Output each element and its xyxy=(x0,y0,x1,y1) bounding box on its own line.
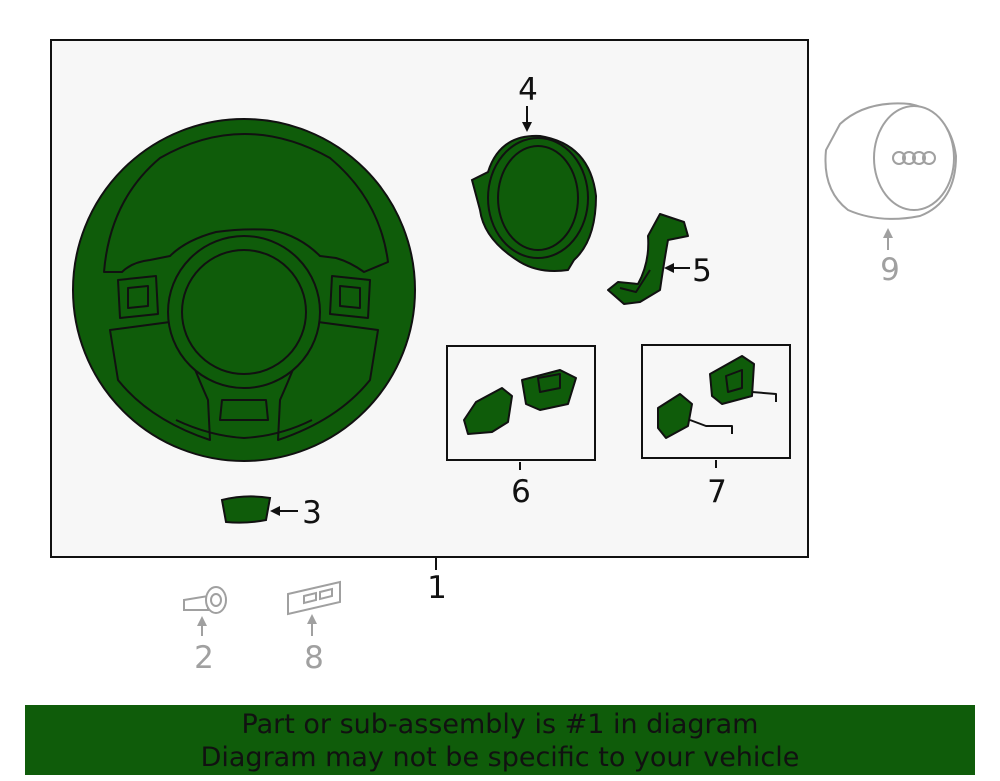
callout-3: 3 xyxy=(302,495,322,531)
callout-4: 4 xyxy=(518,72,538,108)
parts-diagram: 1 2 3 4 5 6 7 8 9 xyxy=(50,39,958,676)
notice-banner: Part or sub-assembly is #1 in diagram Di… xyxy=(25,705,975,775)
clock-spring-part[interactable] xyxy=(470,134,598,272)
switch-set-part[interactable] xyxy=(463,369,577,435)
trim-piece-part[interactable] xyxy=(220,495,272,524)
airbag-part[interactable] xyxy=(824,102,958,220)
callout-5: 5 xyxy=(692,253,712,289)
callout-9: 9 xyxy=(880,252,900,288)
banner-line-2: Diagram may not be specific to your vehi… xyxy=(200,742,800,773)
steering-wheel-part[interactable] xyxy=(72,118,416,462)
label-plate-part[interactable] xyxy=(287,580,341,616)
screw-part[interactable] xyxy=(183,586,227,614)
callout-7: 7 xyxy=(707,474,727,510)
switch-harness-part[interactable] xyxy=(657,355,777,439)
callout-8: 8 xyxy=(304,640,324,676)
bracket-part[interactable] xyxy=(607,213,689,305)
switch-box-6 xyxy=(446,345,596,461)
callout-2: 2 xyxy=(194,640,214,676)
callout-6: 6 xyxy=(511,474,531,510)
callout-1: 1 xyxy=(427,570,447,606)
banner-line-1: Part or sub-assembly is #1 in diagram xyxy=(241,709,759,740)
switch-box-7 xyxy=(641,344,791,459)
